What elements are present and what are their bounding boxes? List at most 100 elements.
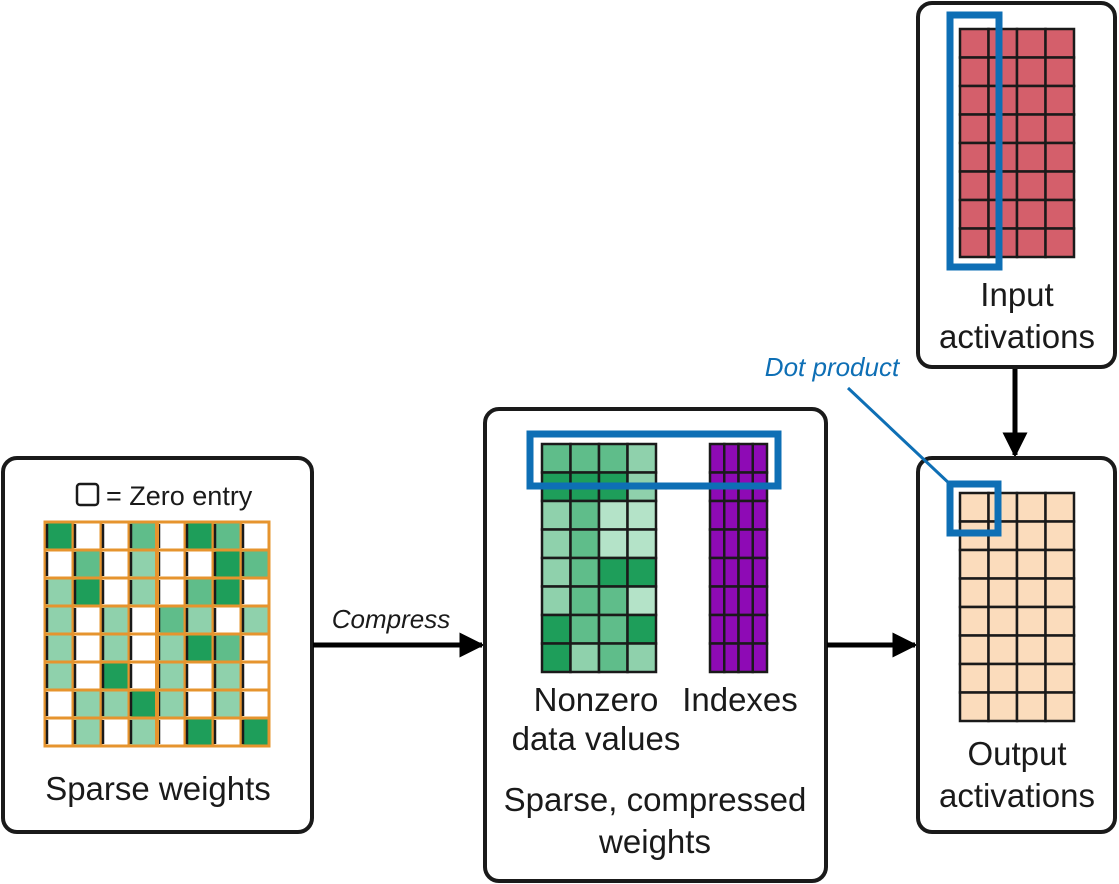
index-cell (751, 613, 769, 645)
index-cell (708, 528, 726, 560)
nonzero-label-line2: data values (512, 720, 681, 757)
nonzero-value-cell (597, 442, 629, 474)
output-cell-highlight-box (946, 480, 1002, 537)
input-activation-cell (958, 56, 990, 88)
index-cell (723, 556, 740, 588)
sparse-weight-cell (155, 660, 187, 692)
sparse-weight-matrix (43, 520, 271, 748)
sparse-weight-cell (155, 716, 187, 748)
sparse-weight-cell (127, 576, 159, 608)
input-activation-cell (1044, 113, 1076, 145)
sparse-weight-cell (99, 520, 131, 552)
nonzero-value-cell (569, 528, 601, 560)
input-activation-cell (958, 227, 990, 259)
output-activation-cell (1044, 662, 1076, 694)
input-activation-cell (987, 113, 1019, 145)
nonzero-label-line1: Nonzero (534, 681, 659, 718)
nonzero-value-cell (540, 442, 572, 474)
input-activation-cell (1015, 198, 1047, 230)
sparse-weight-cell (155, 520, 187, 552)
sparse-weight-cell (99, 576, 131, 608)
input-activation-cell (958, 170, 990, 202)
sparse-weight-cell (155, 688, 187, 720)
input-activation-cell (1015, 56, 1047, 88)
input-activation-cell (1044, 170, 1076, 202)
nonzero-value-cell (569, 585, 601, 617)
index-cell (737, 585, 754, 617)
sparse-weight-cell (43, 520, 75, 552)
sparse-weight-cell (43, 576, 75, 608)
sparse-weight-cell (71, 576, 103, 608)
index-cell (708, 613, 726, 645)
input-title-line1: Input (980, 276, 1053, 313)
nonzero-value-cell (597, 642, 629, 674)
output-activation-cell (1044, 605, 1076, 637)
sparse-weight-cell (71, 548, 103, 580)
nonzero-value-cell (626, 499, 658, 531)
sparse-weight-cell (71, 604, 103, 636)
input-activation-cell (1015, 141, 1047, 173)
index-cell (708, 442, 726, 474)
sparse-weight-cell (239, 576, 271, 608)
sparse-weight-cell (43, 688, 75, 720)
output-activation-cell (1044, 634, 1076, 666)
sparse-weight-cell (183, 604, 215, 636)
nonzero-value-cell (569, 556, 601, 588)
sparse-weight-cell (99, 604, 131, 636)
output-title-line1: Output (967, 735, 1066, 772)
index-cell (723, 613, 740, 645)
index-cell (708, 556, 726, 588)
index-cell (708, 642, 726, 674)
input-activations-matrix (958, 27, 1076, 259)
sparse-weight-cell (43, 604, 75, 636)
sparse-weight-cell (239, 548, 271, 580)
input-activation-cell (958, 141, 990, 173)
input-activation-cell (987, 84, 1019, 116)
nonzero-value-cell (540, 585, 572, 617)
sparse-weight-cell (155, 576, 187, 608)
index-cell (708, 585, 726, 617)
nonzero-value-cell (569, 442, 601, 474)
output-activation-cell (1044, 520, 1076, 552)
nonzero-value-cell (597, 528, 629, 560)
zero-entry-legend-label: = Zero entry (106, 481, 253, 511)
sparse-weight-cell (43, 716, 75, 748)
input-activation-cell (1044, 227, 1076, 259)
sparse-weight-cell (99, 548, 131, 580)
index-cell (737, 528, 754, 560)
input-activation-cell (987, 141, 1019, 173)
output-activation-cell (987, 662, 1019, 694)
output-activations-matrix (958, 491, 1076, 723)
output-activation-cell (958, 662, 990, 694)
sparse-weight-cell (239, 716, 271, 748)
output-activation-cell (1015, 520, 1047, 552)
index-cell (751, 528, 769, 560)
nonzero-value-cell (626, 585, 658, 617)
sparse-weight-cell (183, 716, 215, 748)
sparse-weight-cell (127, 520, 159, 552)
index-cell (751, 442, 769, 474)
indexes-label: Indexes (682, 681, 798, 718)
nonzero-value-cell (626, 613, 658, 645)
sparse-weight-cell (127, 548, 159, 580)
sparse-weight-cell (239, 660, 271, 692)
output-activation-cell (1015, 577, 1047, 609)
output-activation-cell (1015, 634, 1047, 666)
input-activation-cell (1015, 227, 1047, 259)
sparse-weight-cell (127, 660, 159, 692)
index-cell (751, 585, 769, 617)
input-activation-cell (1015, 27, 1047, 59)
sparse-weight-cell (211, 688, 243, 720)
sparse-weight-cell (211, 632, 243, 664)
sparse-weight-cell (127, 632, 159, 664)
sparse-weight-cell (183, 548, 215, 580)
index-cell (723, 585, 740, 617)
sparse-weight-cell (43, 548, 75, 580)
output-activation-cell (1015, 691, 1047, 723)
column-highlight-box (946, 11, 1003, 271)
input-activation-cell (1044, 141, 1076, 173)
input-activation-cell (987, 56, 1019, 88)
output-activation-cell (958, 491, 990, 523)
nonzero-value-cell (626, 442, 658, 474)
sparse-weight-cell (211, 548, 243, 580)
